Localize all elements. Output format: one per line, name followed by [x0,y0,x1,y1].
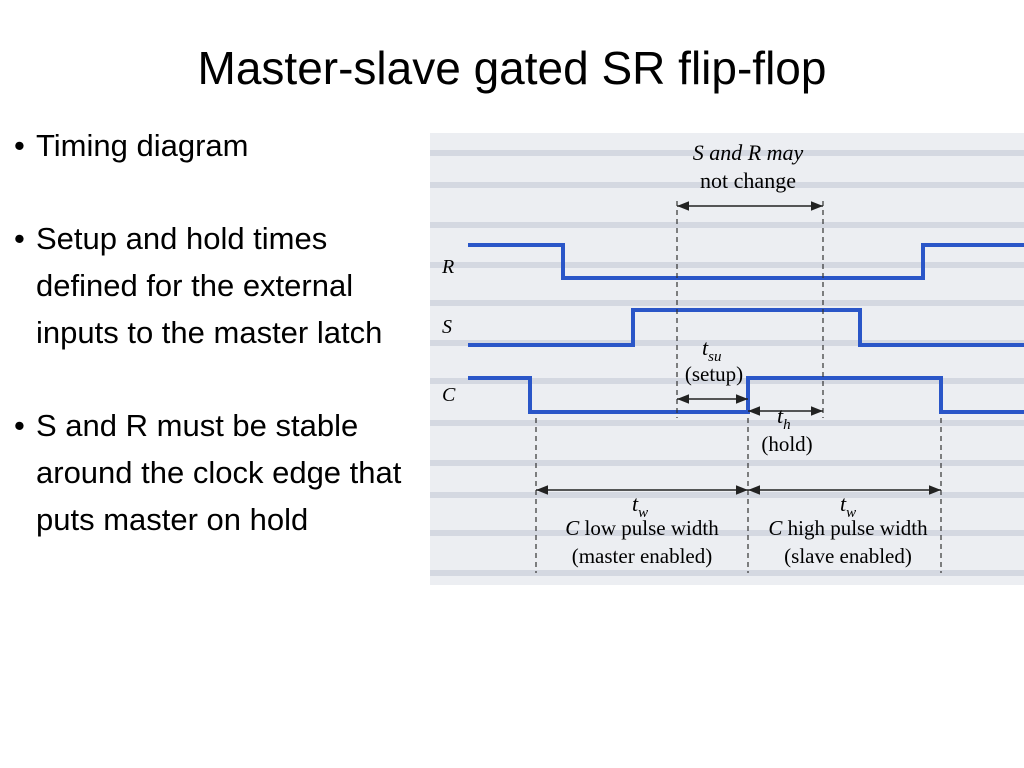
scanned-page-background [430,133,1024,585]
high-pulse-label-line-1: C high pulse width [768,516,928,540]
bullet-text: Timing diagram [36,128,249,163]
bullet-item: • Timing diagram [14,122,419,169]
bullet-marker: • [14,128,25,163]
timing-diagram-svg: R S C S and R may not change tsu (setup)… [430,133,1024,585]
hold-label: (hold) [761,432,812,456]
low-pulse-tw-symbol: tw [632,491,648,521]
bullet-item: • Setup and hold times defined for the ex… [14,215,419,356]
setup-time-symbol: tsu [702,335,721,365]
bullet-marker: • [14,408,25,443]
slide-title: Master-slave gated SR flip-flop [197,42,827,94]
signal-label-r: R [441,256,454,278]
no-change-line-2: not change [700,168,796,193]
bullet-marker: • [14,221,25,256]
low-pulse-label-line-2: (master enabled) [572,544,713,568]
setup-label: (setup) [685,362,743,386]
bullet-text: Setup and hold times defined for the ext… [36,221,383,350]
high-pulse-tw-symbol: tw [840,491,856,521]
high-pulse-label-line-2: (slave enabled) [784,544,912,568]
signal-label-c: C [442,384,456,406]
signal-label-s: S [442,316,452,338]
guide-lines [535,201,942,573]
bullet-text: S and R must be stable around the clock … [36,408,402,537]
r-waveform [468,243,1024,280]
no-change-line-1: S and R may [693,140,804,165]
s-waveform [468,308,1024,347]
c-waveform [468,376,1024,414]
bullet-item: • S and R must be stable around the clock… [14,402,419,543]
low-pulse-label-line-1: C low pulse width [565,516,719,540]
bullet-list: • Timing diagram • Setup and hold times de… [14,122,419,543]
timing-diagram-figure: R S C S and R may not change tsu (setup)… [430,133,1024,585]
hold-time-symbol: th [777,403,791,433]
